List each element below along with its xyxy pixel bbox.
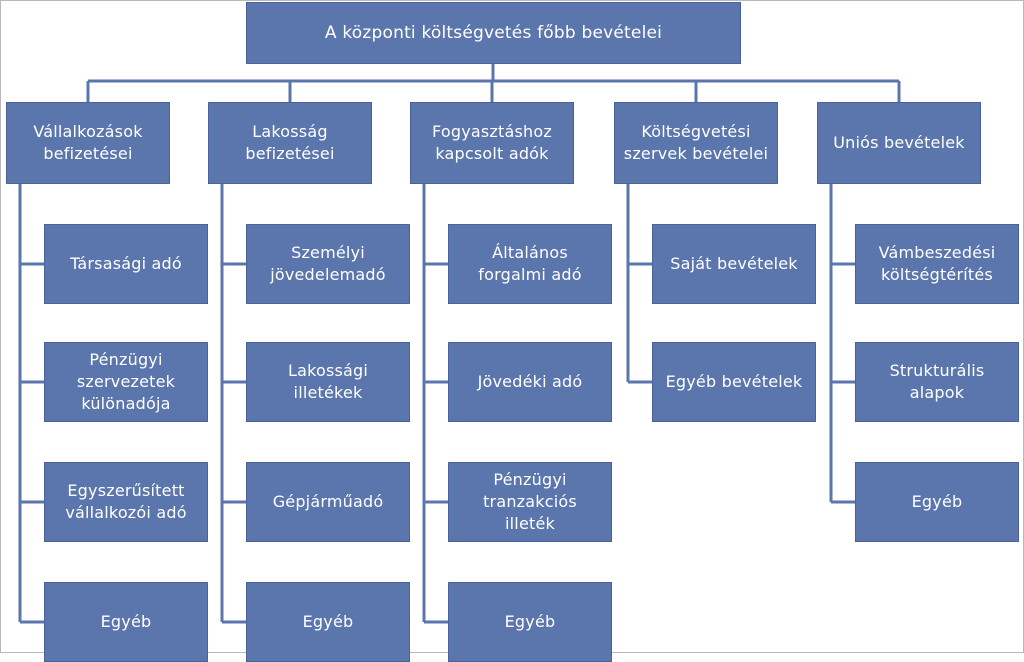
category-box: Lakosság befizetései [208, 102, 372, 184]
item-box: Általános forgalmi adó [448, 224, 612, 304]
item-box: Vámbeszedési költségtérítés [855, 224, 1019, 304]
item-box: Egyszerűsített vállalkozói adó [44, 462, 208, 542]
item-box: Pénzügyi szervezetek különadója [44, 342, 208, 422]
root-node: A központi költségvetés főbb bevételei [246, 2, 741, 64]
item-box: Pénzügyi tranzakciós illeték [448, 462, 612, 542]
item-box: Társasági adó [44, 224, 208, 304]
item-box: Strukturális alapok [855, 342, 1019, 422]
category-box: Vállalkozások befizetései [6, 102, 170, 184]
item-box: Egyéb [44, 582, 208, 662]
item-box: Saját bevételek [652, 224, 816, 304]
item-box: Lakossági illetékek [246, 342, 410, 422]
category-box: Uniós bevételek [817, 102, 981, 184]
item-box: Egyéb [246, 582, 410, 662]
item-box: Gépjárműadó [246, 462, 410, 542]
category-box: Fogyasztáshoz kapcsolt adók [410, 102, 574, 184]
item-box: Egyéb [448, 582, 612, 662]
item-box: Személyi jövedelemadó [246, 224, 410, 304]
item-box: Jövedéki adó [448, 342, 612, 422]
category-box: Költségvetési szervek bevételei [614, 102, 778, 184]
item-box: Egyéb [855, 462, 1019, 542]
item-box: Egyéb bevételek [652, 342, 816, 422]
